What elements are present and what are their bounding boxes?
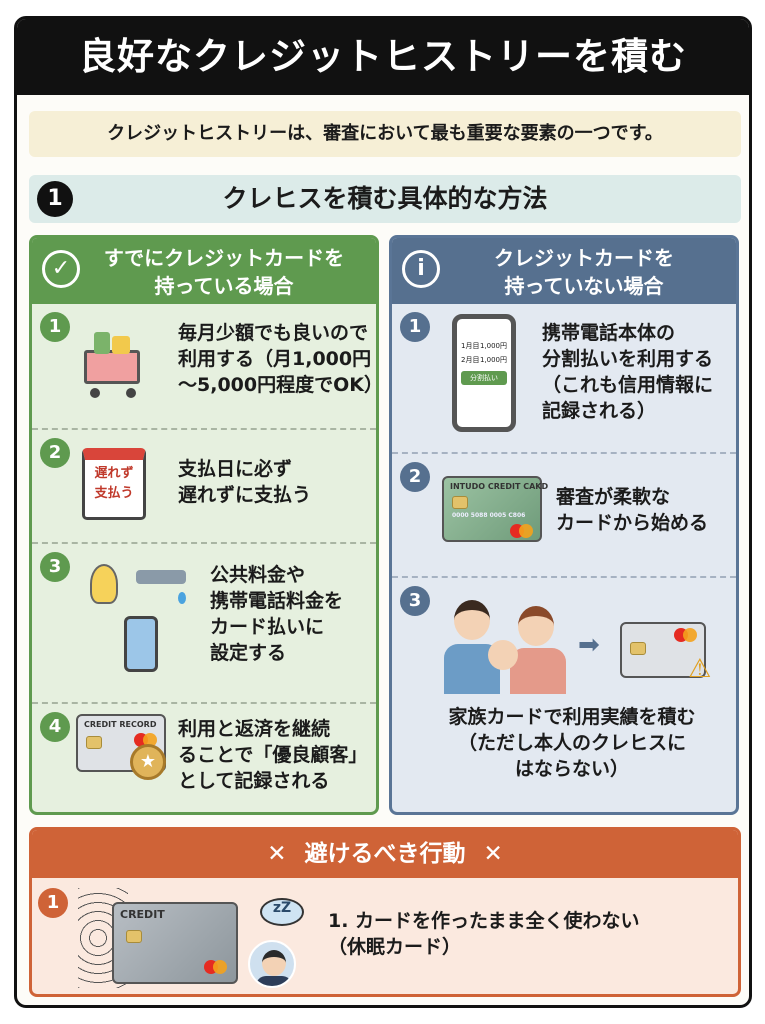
avoid-section: ✕ 避けるべき行動 ✕ 1 CREDIT zZ 1. カードを作ったまま全く使わない… xyxy=(29,827,741,997)
section-header: クレヒスを積む具体的な方法 1 xyxy=(29,175,741,223)
item-number: 1 xyxy=(38,888,68,918)
item-text: 公共料金や 携帯電話料金を カード払いに 設定する xyxy=(210,564,344,664)
mastercard-logo-icon xyxy=(204,960,228,974)
water-drop-icon xyxy=(178,592,186,604)
panel-header: i クレジットカードを 持っていない場合 xyxy=(392,238,736,304)
sleeping-person-avatar xyxy=(248,940,296,988)
list-item: 2 遅れず 支払う 支払日に必ず 遅れずに支払う xyxy=(32,430,376,544)
subtitle-banner: クレジットヒストリーは、審査において最も重要な要素の一つです。 xyxy=(29,111,741,157)
item-text: 利用と返済を継続 ることで「優良顧客」 として記録される xyxy=(178,718,368,792)
item-text: 支払日に必ず 遅れずに支払う xyxy=(178,458,312,506)
panel-header: ✓ すでにクレジットカードを 持っている場合 xyxy=(32,238,376,304)
installment-button: 分割払い xyxy=(461,371,507,385)
list-item: 4 CREDIT RECORD ★ 利用と返済を継続 ることで「優良顧客」 とし… xyxy=(32,704,376,812)
item-number: 2 xyxy=(40,438,70,468)
item-number: 1 xyxy=(40,312,70,342)
item-number: 3 xyxy=(400,586,430,616)
x-mark-icon: ✕ xyxy=(267,841,287,867)
item-number: 3 xyxy=(40,552,70,582)
item-text: 家族カードで利用実績を積む （ただし本人のクレヒスに はならない） xyxy=(448,706,696,780)
sleep-bubble-icon: zZ xyxy=(260,898,304,926)
calendar-icon: 遅れず 支払う xyxy=(82,448,146,520)
item-number: 2 xyxy=(400,462,430,492)
card-label: INTUDO CREDIT CAKD xyxy=(450,482,549,491)
panel-title: クレジットカードを 持っていない場合 xyxy=(494,246,674,298)
mastercard-logo-icon xyxy=(510,524,534,538)
item-text: 毎月少額でも良いので 利用する（月1,000円 〜5,000円程度でOK） xyxy=(178,322,379,396)
shopping-cart-icon xyxy=(76,322,156,402)
arrow-right-icon: ➡ xyxy=(578,630,600,660)
list-item: 2 INTUDO CREDIT CAKD 0000 5088 0005 C806… xyxy=(392,454,736,578)
panel-title: すでにクレジットカードを 持っている場合 xyxy=(103,246,345,298)
avoid-title: 避けるべき行動 xyxy=(304,841,466,867)
avoid-header: ✕ 避けるべき行動 ✕ xyxy=(32,830,738,878)
list-item: 3 ➡ ⚠ 家族カードで利用実績を積む （ただし本人のクレヒスに はならない） xyxy=(392,578,736,812)
page-title: 良好なクレジットヒストリーを積む xyxy=(17,19,749,95)
lightbulb-icon xyxy=(90,564,118,604)
award-medal-icon: ★ xyxy=(130,744,166,780)
card-label: CREDIT RECORD xyxy=(84,720,157,729)
mastercard-logo-icon xyxy=(134,733,158,747)
check-circle-icon: ✓ xyxy=(42,250,80,288)
item-text: 1. カードを作ったまま全く使わない （休眠カード） xyxy=(328,910,640,958)
item-text: 携帯電話本体の 分割払いを利用する （これも信用情報に 記録される） xyxy=(542,322,714,422)
info-circle-icon: i xyxy=(402,250,440,288)
list-item: 1 毎月少額でも良いので 利用する（月1,000円 〜5,000円程度でOK） xyxy=(32,304,376,430)
credit-card-icon: INTUDO CREDIT CAKD 0000 5088 0005 C806 xyxy=(442,476,548,542)
family-illustration xyxy=(440,594,570,694)
section-number: 1 xyxy=(37,181,73,217)
credit-card-icon: CREDIT xyxy=(112,902,238,984)
panel-has-card: ✓ すでにクレジットカードを 持っている場合 1 毎月少額でも良いので 利用する… xyxy=(29,235,379,815)
faucet-icon xyxy=(136,570,186,584)
warning-icon: ⚠ xyxy=(688,654,712,684)
smartphone-icon xyxy=(124,616,158,672)
item-number: 4 xyxy=(40,712,70,742)
item-text: 審査が柔軟な カードから始める xyxy=(556,486,709,534)
infographic-frame: 良好なクレジットヒストリーを積む クレジットヒストリーは、審査において最も重要な… xyxy=(14,16,752,1008)
x-mark-icon: ✕ xyxy=(483,841,503,867)
section-title: クレヒスを積む具体的な方法 xyxy=(222,184,548,213)
list-item: 3 公共料金や 携帯電話料金を カード払いに 設定する xyxy=(32,544,376,704)
credit-card-icon xyxy=(620,622,706,678)
card-number: 0000 5088 0005 C806 xyxy=(452,512,526,519)
card-label: CREDIT xyxy=(120,908,165,921)
mastercard-logo-icon xyxy=(674,628,698,642)
credit-card-icon: CREDIT RECORD xyxy=(76,714,166,772)
item-number: 1 xyxy=(400,312,430,342)
